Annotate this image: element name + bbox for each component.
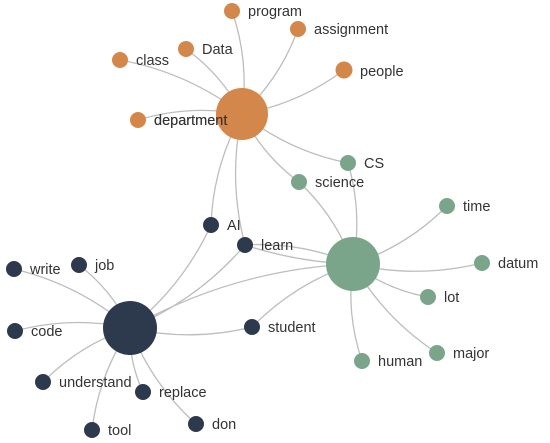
node-job[interactable] xyxy=(71,257,87,273)
label-learn: learn xyxy=(261,238,293,254)
green-hub-node[interactable] xyxy=(326,237,380,291)
node-replace[interactable] xyxy=(135,384,151,400)
node-layer xyxy=(6,3,490,438)
label-science: science xyxy=(315,175,364,191)
label-hub-orange: department xyxy=(154,113,227,129)
label-human: human xyxy=(378,354,422,370)
node-write[interactable] xyxy=(6,261,22,277)
node-class[interactable] xyxy=(112,52,128,68)
node-human[interactable] xyxy=(354,353,370,369)
node-don[interactable] xyxy=(188,416,204,432)
node-ai[interactable] xyxy=(203,217,219,233)
node-lot[interactable] xyxy=(420,289,436,305)
label-lot: lot xyxy=(444,290,459,306)
node-student[interactable] xyxy=(244,319,260,335)
label-tool: tool xyxy=(108,423,131,439)
node-cs[interactable] xyxy=(340,155,356,171)
node-science[interactable] xyxy=(291,174,307,190)
label-ai: AI xyxy=(227,218,241,234)
node-major[interactable] xyxy=(429,345,445,361)
label-people: people xyxy=(360,64,404,80)
navy-hub-node[interactable] xyxy=(103,301,157,355)
label-department-leaf: department xyxy=(154,113,227,129)
label-data: Data xyxy=(202,42,234,58)
label-assignment: assignment xyxy=(314,22,388,38)
label-write: write xyxy=(29,262,61,278)
label-replace: replace xyxy=(159,385,207,401)
label-program: program xyxy=(248,4,302,20)
label-major: major xyxy=(453,346,489,362)
node-department-leaf[interactable] xyxy=(130,112,146,128)
node-datum[interactable] xyxy=(474,255,490,271)
label-cs: CS xyxy=(364,156,384,172)
orange-hub-node[interactable] xyxy=(216,88,268,140)
label-don: don xyxy=(212,417,236,433)
label-code: code xyxy=(31,324,62,340)
edge-hub-green-navy-hub-link xyxy=(129,263,354,329)
label-datum: datum xyxy=(498,256,538,272)
node-learn[interactable] xyxy=(237,237,253,253)
node-people[interactable] xyxy=(335,61,353,79)
label-class: class xyxy=(136,53,169,69)
node-code[interactable] xyxy=(7,323,23,339)
label-student: student xyxy=(268,320,316,336)
node-time[interactable] xyxy=(439,198,455,214)
node-tool[interactable] xyxy=(84,422,100,438)
node-assignment[interactable] xyxy=(290,21,306,37)
node-understand[interactable] xyxy=(35,374,51,390)
label-job: job xyxy=(94,258,114,274)
node-program[interactable] xyxy=(224,3,240,19)
node-data[interactable] xyxy=(178,41,194,57)
label-understand: understand xyxy=(59,375,132,391)
label-time: time xyxy=(463,199,490,215)
